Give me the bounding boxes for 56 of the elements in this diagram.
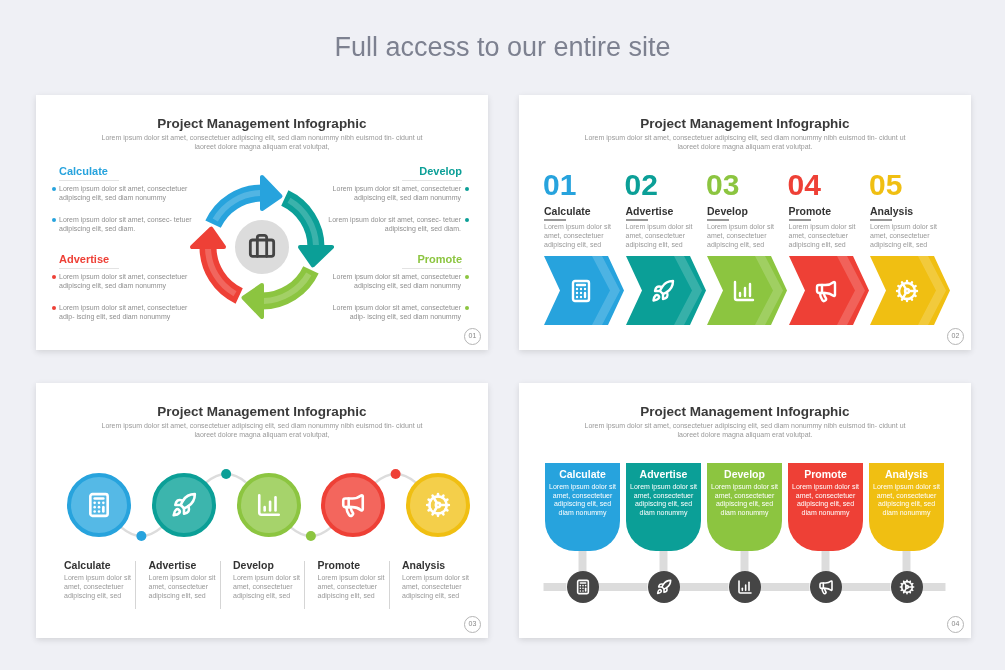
slide-title: Project Management Infographic xyxy=(156,404,368,420)
connector-line xyxy=(760,583,810,591)
connector-line xyxy=(120,526,162,538)
section-heading: Develop xyxy=(402,165,462,181)
step-heading: Analysis xyxy=(402,559,446,572)
step-heading: Develop xyxy=(233,559,274,572)
section-heading: Advertise xyxy=(59,253,119,269)
step-heading: Promote xyxy=(788,205,832,218)
tab-heading: Advertise xyxy=(639,468,688,481)
step-heading: Develop xyxy=(707,205,748,218)
slide-title: Project Management Infographic xyxy=(639,404,851,420)
step-heading: Promote xyxy=(317,559,361,572)
slide-card xyxy=(519,95,971,350)
slide-card xyxy=(36,383,488,638)
step-banner xyxy=(870,256,950,325)
connector-line xyxy=(821,551,830,571)
step-heading: Calculate xyxy=(64,559,111,572)
step-tab xyxy=(545,463,620,551)
connector-line xyxy=(679,583,729,591)
tab-heading: Develop xyxy=(724,468,765,481)
step-heading: Analysis xyxy=(870,205,914,218)
connector-line xyxy=(578,551,587,571)
step-banner xyxy=(788,256,869,325)
page-title: Full access to our entire site xyxy=(333,31,672,64)
section-heading: Calculate xyxy=(59,165,119,181)
section-heading: Promote xyxy=(402,253,462,269)
slide-card xyxy=(519,383,971,638)
tab-heading: Analysis xyxy=(884,468,929,481)
step-tab xyxy=(869,463,944,551)
step-number: 01 xyxy=(543,170,577,200)
step-number: 04 xyxy=(787,170,821,200)
slide-title: Project Management Infographic xyxy=(156,116,368,132)
tab-heading: Promote xyxy=(804,468,847,481)
step-number: 02 xyxy=(624,170,658,200)
step-tab xyxy=(626,463,701,551)
slide-title: Project Management Infographic xyxy=(639,116,851,132)
connector-line xyxy=(841,583,891,591)
connector-line xyxy=(902,551,911,571)
step-heading: Advertise xyxy=(148,559,197,572)
connector-line xyxy=(543,583,567,591)
step-number: 05 xyxy=(869,170,903,200)
step-heading: Advertise xyxy=(625,205,674,218)
connector-line xyxy=(922,583,946,591)
connector-line xyxy=(740,551,749,571)
step-tab xyxy=(707,463,782,551)
step-banner xyxy=(544,256,624,325)
step-banner xyxy=(625,256,706,325)
connector-line xyxy=(659,551,668,571)
step-tab xyxy=(788,463,863,551)
connector-line xyxy=(375,472,417,484)
tab-heading: Calculate xyxy=(559,468,606,481)
slide-card xyxy=(36,95,488,350)
step-number: 03 xyxy=(706,170,740,200)
connector-line xyxy=(598,583,648,591)
step-banner xyxy=(707,256,787,325)
step-heading: Calculate xyxy=(544,205,591,218)
